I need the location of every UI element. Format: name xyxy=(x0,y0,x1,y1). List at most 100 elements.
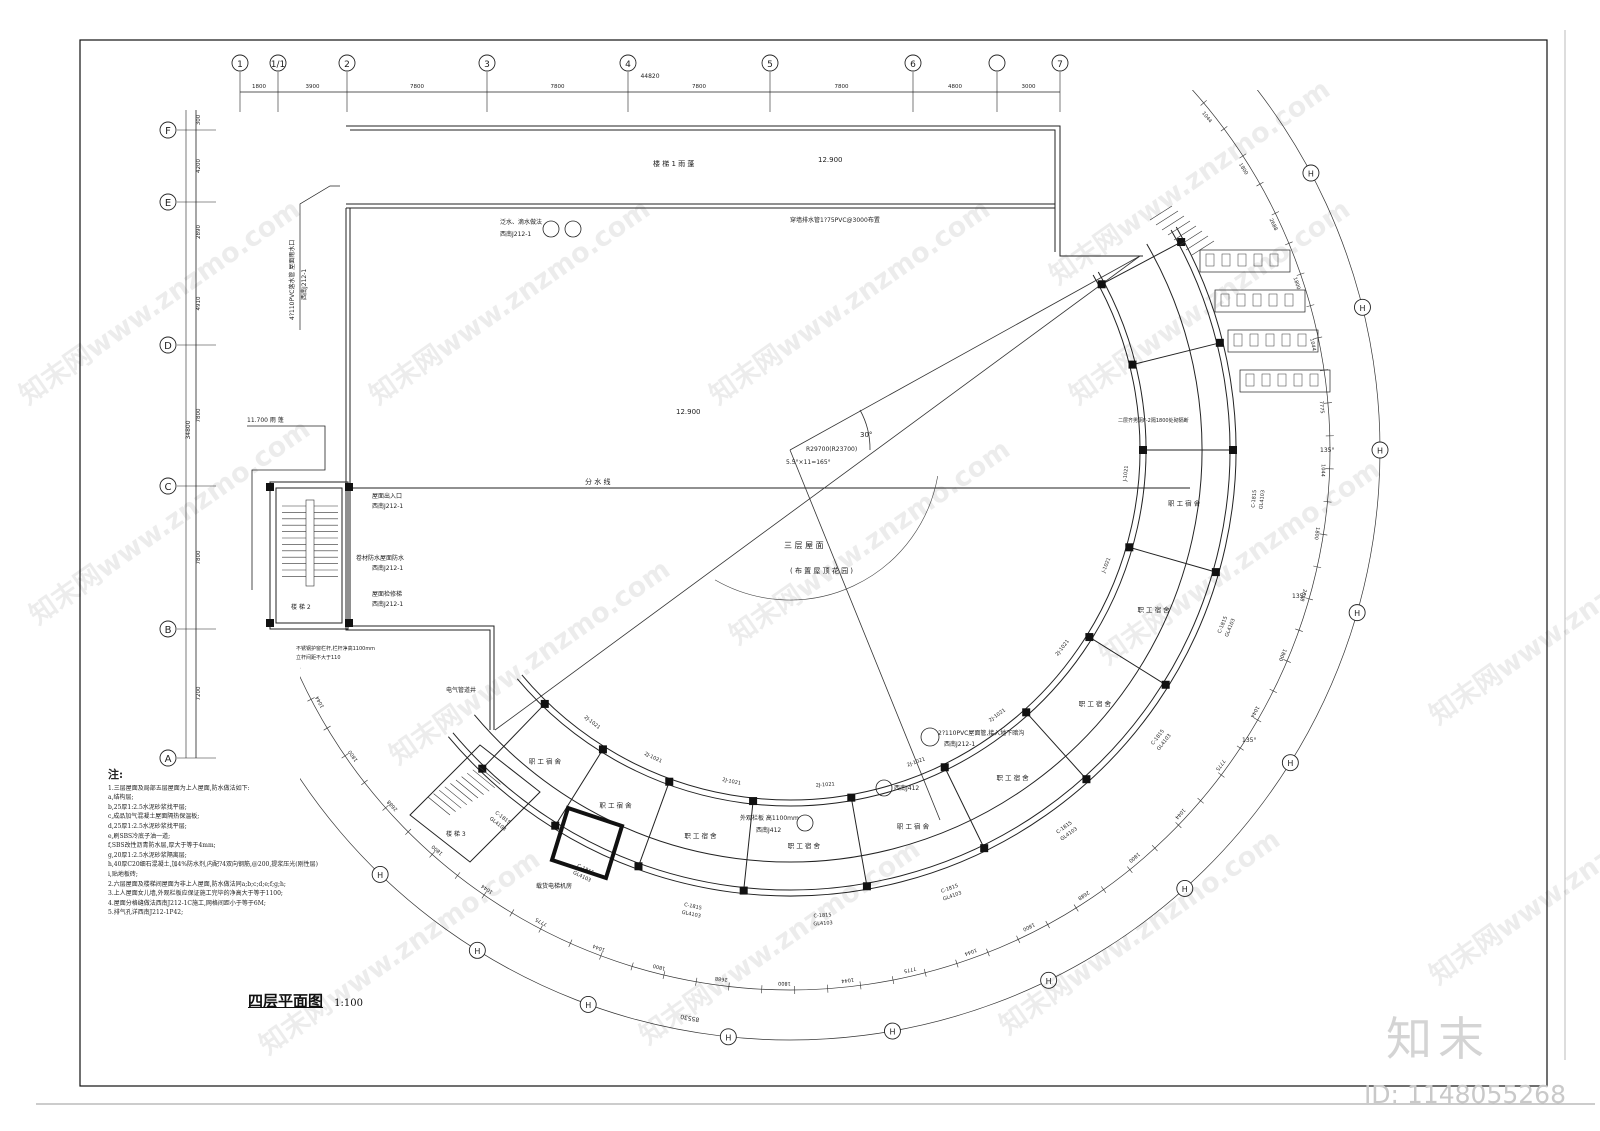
arc-dimension-text: 2688 xyxy=(1076,889,1090,901)
partition-wall xyxy=(1091,638,1164,684)
toilet-fixture xyxy=(1309,373,1319,387)
axis-label: 4 xyxy=(625,60,631,70)
arc-tick xyxy=(1200,100,1207,106)
stair-tread xyxy=(1185,235,1209,251)
arc-dimension-text: 2688 xyxy=(1268,218,1279,232)
axis-bubble xyxy=(159,336,177,354)
partition-wall xyxy=(1132,547,1214,572)
stair-3-label: 楼 梯 3 xyxy=(446,830,466,838)
image-id-label: ID: 1148055268 xyxy=(1363,1080,1566,1109)
toilet-fixture xyxy=(1277,373,1287,387)
toilet-fixture xyxy=(1284,293,1294,307)
axis-bubble xyxy=(1371,441,1389,459)
arc-dimension-text: 1800 xyxy=(431,843,445,856)
toilet-fixture xyxy=(1205,253,1215,267)
arc-tick xyxy=(405,828,412,835)
arc-tick xyxy=(1016,935,1021,944)
arc-tick xyxy=(1220,126,1228,132)
arc-tick xyxy=(986,948,990,957)
waterproof-ref: 西南J212-1 xyxy=(500,230,531,238)
note-line: 4.屋面分格缝做法西南J212-1C施工,网格间距小于等于6M; xyxy=(108,899,266,907)
arc-tick xyxy=(323,725,331,731)
arc-tick xyxy=(695,977,698,986)
note-line: d,25厚1:2.5水泥砂浆找平层; xyxy=(108,822,187,830)
axis-bubble xyxy=(579,995,597,1013)
toilet-row xyxy=(1239,369,1331,393)
axis-label: H xyxy=(1182,885,1188,894)
column xyxy=(739,886,748,895)
stair-tread xyxy=(444,786,467,806)
note-line: c,成品加气混凝土屋面隔热保温板; xyxy=(108,813,200,821)
detail-callout xyxy=(564,220,582,238)
arc-dimension-text: 1800 xyxy=(347,749,359,763)
arc-tick xyxy=(662,971,666,980)
axis-label: H xyxy=(1354,609,1360,618)
column xyxy=(980,844,989,853)
detail-ref: 西南J412 xyxy=(894,784,919,792)
axis-bubble xyxy=(371,865,389,883)
axis-bubble xyxy=(719,1028,737,1046)
stair-tread xyxy=(1155,210,1179,226)
canopy-elevation: 12.900 xyxy=(818,156,843,164)
drawing-title-block: 四层平面图 1:100 xyxy=(248,990,363,1011)
arc-tick xyxy=(568,939,573,948)
arc-dimension-text: 1044 xyxy=(315,695,326,709)
axis-label: H xyxy=(725,1033,731,1042)
column xyxy=(749,797,758,806)
column xyxy=(1229,446,1237,454)
toilet-fixture xyxy=(1265,333,1275,347)
toilet-fixture xyxy=(1268,293,1278,307)
toilet-row xyxy=(1227,329,1319,353)
door-tag: J-1021 xyxy=(1122,465,1130,482)
room-label: 职 工 宿 舍 xyxy=(996,773,1029,782)
stair-3-steps xyxy=(427,766,501,816)
pipe-label: 穿墙排水管1?75PVC@3000布置 xyxy=(790,216,880,224)
stair-2-steps xyxy=(282,499,338,587)
arc-dimension-text: 1800 xyxy=(1313,527,1321,540)
axis-label: 3 xyxy=(484,60,490,70)
note-line: 1.三层屋面及局部五层屋面为上人屋面,防水做法如下: xyxy=(108,784,250,792)
arc-tick xyxy=(1323,501,1332,503)
stair-tread xyxy=(433,793,456,812)
axis-bubble xyxy=(1051,54,1069,72)
dimension-text: 4910 xyxy=(196,296,202,310)
angle-135-label: 135° xyxy=(1242,737,1256,744)
column xyxy=(1177,238,1186,247)
entry-ref: 西南J212-1 xyxy=(372,502,403,510)
arc-dimension-text: 1800 xyxy=(1291,277,1301,291)
toilet-fixture xyxy=(1249,333,1259,347)
arc-dimension-line xyxy=(300,90,1381,1041)
roof-elevation: 12.900 xyxy=(676,408,701,416)
brand-logo-text: 知末 xyxy=(1386,1012,1490,1066)
arc-tick xyxy=(1101,886,1107,894)
axis-bubble xyxy=(269,54,287,72)
upper-canopy xyxy=(346,125,1143,257)
axis-label: C xyxy=(165,482,172,493)
axis-bubble xyxy=(1040,971,1058,989)
dimension-text: 4200 xyxy=(196,159,202,173)
overall-dimension: 44820 xyxy=(640,73,659,80)
dimension-text: 7800 xyxy=(410,84,424,90)
stair-2-block xyxy=(269,481,349,630)
stair-tread xyxy=(478,766,501,785)
lintel-tag: GL4103 xyxy=(681,910,701,920)
stair-tread xyxy=(467,772,490,792)
arc-tick xyxy=(341,753,349,759)
arc-tick xyxy=(1197,797,1204,804)
partition-wall xyxy=(1135,343,1218,365)
lintel-tag: GL4103 xyxy=(813,920,833,927)
arc-tick xyxy=(1269,688,1277,694)
arc-tick xyxy=(599,951,603,960)
arc-dimension-text: 2688 xyxy=(1298,588,1307,602)
left-vertical-ref: 西南J212-1 xyxy=(300,269,308,300)
arc-dimension-text: 1044 xyxy=(1308,338,1316,352)
toilet-fixture xyxy=(1253,253,1263,267)
arc-tick xyxy=(538,925,543,933)
arc-tick xyxy=(307,697,315,702)
arc-dimension-text: 7775 xyxy=(1214,758,1226,772)
dimension-text: 1800 xyxy=(252,84,266,90)
column xyxy=(266,619,274,627)
arc-tick xyxy=(481,891,487,899)
stair-tread xyxy=(1167,220,1191,236)
